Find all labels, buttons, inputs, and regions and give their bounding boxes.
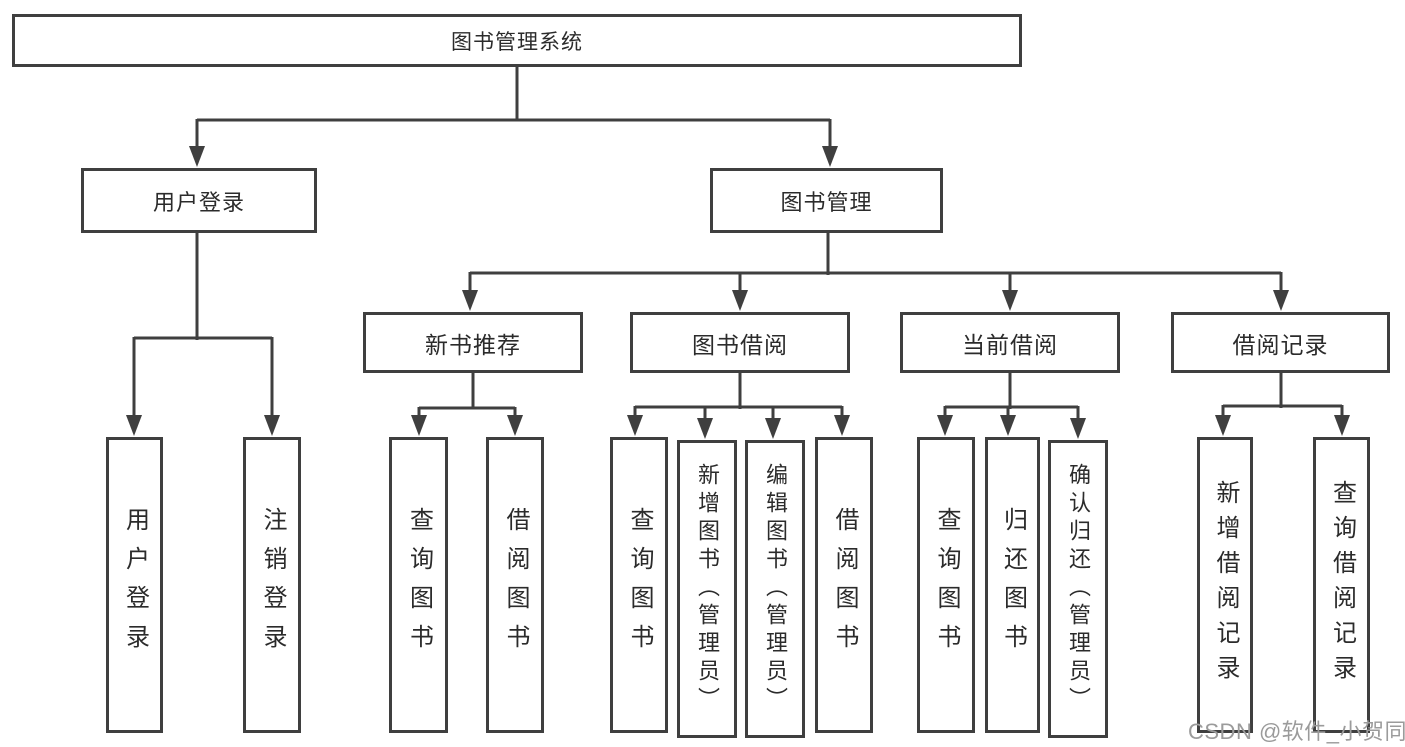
node-user-login: 用户登录	[81, 168, 317, 233]
leaf-query-borrow-record: 查询借阅记录	[1313, 437, 1370, 733]
node-label: 归还图书	[999, 507, 1027, 663]
watermark: CSDN @软件_小贺同学	[1188, 719, 1405, 744]
leaf-add-borrow-record: 新增借阅记录	[1197, 437, 1253, 733]
node-label: 当前借阅	[962, 331, 1058, 358]
node-label: 用户登录	[152, 189, 245, 215]
leaf-query-book-current: 查询图书	[917, 437, 975, 733]
node-label: 借阅图书	[831, 507, 858, 663]
node-book-management: 图书管理	[710, 168, 943, 233]
leaf-add-book-admin: 新增图书（管理员）	[677, 440, 737, 738]
leaf-return-book: 归还图书	[985, 437, 1040, 733]
node-label: 查询图书	[405, 507, 433, 663]
node-label: 用户登录	[121, 507, 149, 663]
arrowheads	[126, 146, 1350, 439]
node-label: 新增借阅记录	[1212, 480, 1239, 690]
leaf-query-book-recommend: 查询图书	[389, 437, 448, 733]
node-label: 图书管理	[780, 189, 873, 215]
leaf-confirm-return-admin: 确认归还（管理员）	[1048, 440, 1108, 738]
node-book-borrow: 图书借阅	[630, 312, 850, 373]
node-library-system: 图书管理系统	[12, 14, 1022, 67]
node-label: 确认归还（管理员）	[1066, 463, 1091, 715]
node-label: 新增图书（管理员）	[695, 463, 720, 715]
leaf-logout: 注销登录	[243, 437, 301, 733]
leaf-user-login: 用户登录	[106, 437, 163, 733]
node-current-borrow: 当前借阅	[900, 312, 1120, 373]
node-label: 注销登录	[259, 507, 286, 663]
leaf-borrow-book-recommend: 借阅图书	[486, 437, 544, 733]
leaf-edit-book-admin: 编辑图书（管理员）	[745, 440, 805, 738]
node-label: 借阅图书	[502, 507, 529, 663]
node-label: 借阅记录	[1232, 331, 1329, 358]
node-label: 图书借阅	[692, 331, 788, 358]
node-label: 新书推荐	[425, 331, 521, 358]
leaf-borrow-book: 借阅图书	[815, 437, 873, 733]
leaf-query-book-borrow: 查询图书	[610, 437, 668, 733]
node-label: 查询借阅记录	[1328, 480, 1356, 690]
node-label: 编辑图书（管理员）	[763, 463, 788, 715]
node-new-book-recommend: 新书推荐	[363, 312, 583, 373]
node-borrow-record: 借阅记录	[1171, 312, 1390, 373]
node-label: 查询图书	[933, 507, 960, 663]
node-label: 图书管理系统	[451, 30, 583, 54]
node-label: 查询图书	[626, 507, 653, 663]
